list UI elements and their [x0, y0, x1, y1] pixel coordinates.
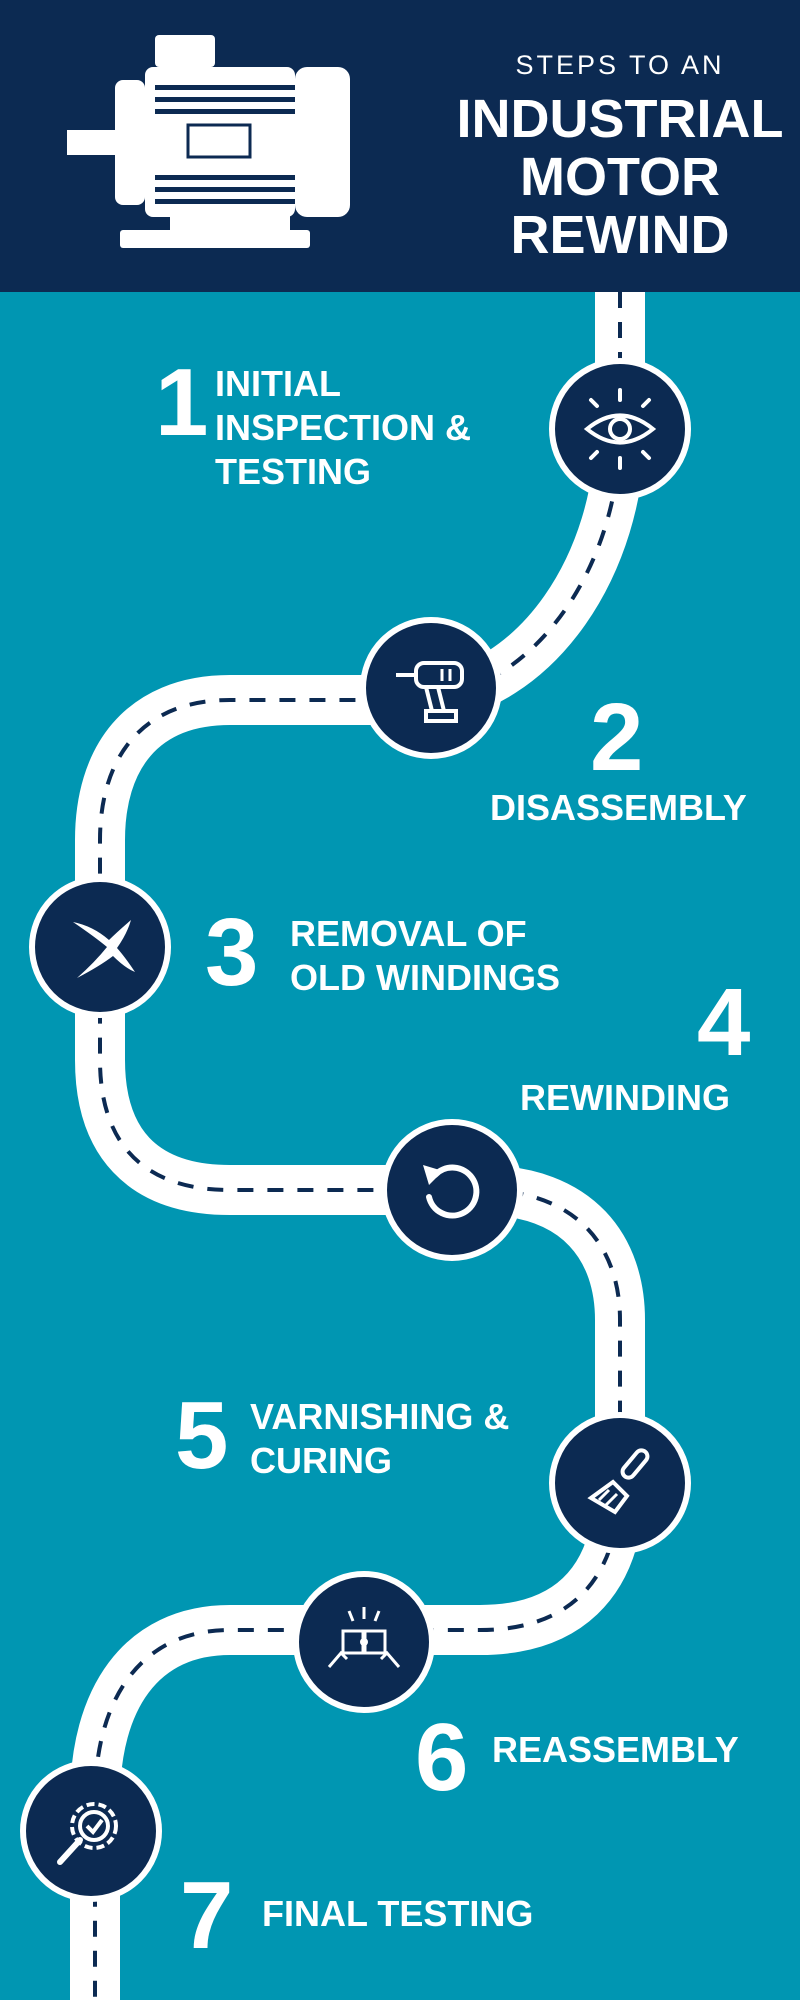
- puzzle-hands-icon: [327, 1607, 401, 1668]
- step-3-icon-circle: [29, 876, 171, 1018]
- pre-title: STEPS TO AN: [515, 50, 725, 80]
- gear-check-icon: [57, 1802, 118, 1865]
- step-1-icon-circle: [549, 358, 691, 500]
- step-5-number: 5: [175, 1382, 229, 1489]
- step-4-number: 4: [697, 969, 751, 1076]
- step-5-icon-circle: [549, 1412, 691, 1554]
- paintbrush-icon: [587, 1448, 650, 1515]
- remove-x-icon: [73, 920, 135, 978]
- step-1-number: 1: [155, 349, 209, 456]
- step-6-icon-circle: [293, 1571, 435, 1713]
- step-1-label: INITIAL INSPECTION & TESTING: [215, 363, 472, 492]
- step-3-number: 3: [205, 899, 259, 1006]
- step-3-label: REMOVAL OF OLD WINDINGS: [290, 913, 560, 998]
- step-2-icon-circle: [360, 617, 502, 759]
- step-6-number: 6: [415, 1704, 469, 1811]
- eye-icon: [583, 388, 657, 470]
- electric-motor-icon: [67, 35, 350, 248]
- step-6-label: REASSEMBLY: [492, 1729, 739, 1770]
- step-7-icon-circle: [20, 1760, 162, 1902]
- page-title: INDUSTRIAL MOTOR REWIND: [456, 89, 784, 265]
- step-2-number: 2: [590, 684, 644, 791]
- step-5-label: VARNISHING & CURING: [250, 1396, 510, 1481]
- step-4-label: REWINDING: [520, 1077, 730, 1118]
- rotate-icon: [423, 1164, 480, 1219]
- header-banner: STEPS TO AN INDUSTRIAL MOTOR REWIND: [0, 0, 800, 292]
- step-4-icon-circle: [381, 1119, 523, 1261]
- step-7-number: 7: [180, 1862, 234, 1969]
- step-7-label: FINAL TESTING: [262, 1893, 534, 1934]
- step-2-label: DISASSEMBLY: [490, 787, 747, 828]
- drill-icon: [396, 661, 464, 723]
